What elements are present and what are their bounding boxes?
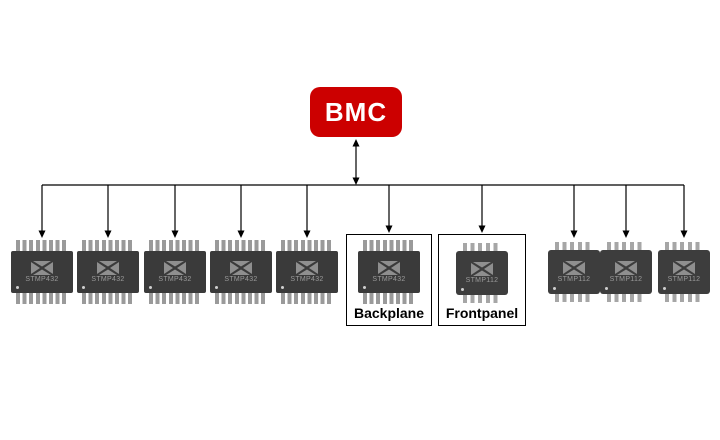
chip-pins-bottom xyxy=(607,294,645,302)
arrowhead-down-icon xyxy=(303,230,311,238)
chip-body: STMP432 xyxy=(144,251,206,293)
backplane-label: Backplane xyxy=(353,305,425,321)
chip-label: STMP432 xyxy=(91,276,125,283)
chip-pins-top xyxy=(16,240,68,251)
arrowhead-down-icon xyxy=(38,230,46,238)
chip-pins-top xyxy=(82,240,134,251)
chip-pins-bottom xyxy=(555,294,593,302)
chip-logo-icon xyxy=(377,261,401,275)
chip-logo-icon xyxy=(562,261,586,275)
chip-label: STMP432 xyxy=(25,276,59,283)
pin1-dot xyxy=(82,286,85,289)
chip-logo-icon xyxy=(470,262,494,276)
chip-stmp112-1: STMP112 xyxy=(548,242,600,302)
backplane-group-box: STMP432 Backplane xyxy=(346,234,432,326)
chip-stmp112-3: STMP112 xyxy=(658,242,710,302)
pin1-dot xyxy=(281,286,284,289)
chip-label: STMP112 xyxy=(465,277,499,284)
arrowhead-down-icon xyxy=(104,230,112,238)
chip-label: STMP432 xyxy=(372,276,406,283)
frontpanel-group-box: STMP112 Frontpanel xyxy=(438,234,526,326)
chip-label: STMP112 xyxy=(609,276,643,283)
arrowhead-down-icon xyxy=(385,225,393,233)
arrowhead-down-icon xyxy=(352,177,360,185)
chip-body: STMP432 xyxy=(11,251,73,293)
chip-logo-icon xyxy=(295,261,319,275)
chip-pins-bottom xyxy=(665,294,703,302)
chip-logo-icon xyxy=(229,261,253,275)
chip-pins-bottom xyxy=(149,293,201,304)
chip-pins-top xyxy=(607,242,645,250)
chip-stmp432-2: STMP432 xyxy=(77,240,139,304)
chip-pins-top xyxy=(281,240,333,251)
arrowhead-down-icon xyxy=(478,225,486,233)
chip-stmp432-backplane: STMP432 xyxy=(358,240,420,304)
pin1-dot xyxy=(363,286,366,289)
chip-pins-bottom xyxy=(463,295,501,303)
arrowhead-down-icon xyxy=(237,230,245,238)
chip-pins-bottom xyxy=(363,293,415,304)
chip-logo-icon xyxy=(614,261,638,275)
chip-logo-icon xyxy=(96,261,120,275)
pin1-dot xyxy=(553,287,556,290)
chip-pins-top xyxy=(665,242,703,250)
chip-pins-top xyxy=(149,240,201,251)
chip-label: STMP432 xyxy=(290,276,324,283)
pin1-dot xyxy=(461,288,464,291)
chip-stmp112-frontpanel: STMP112 xyxy=(456,243,508,303)
pin1-dot xyxy=(605,287,608,290)
chip-stmp432-1: STMP432 xyxy=(11,240,73,304)
chip-label: STMP432 xyxy=(158,276,192,283)
chip-stmp432-5: STMP432 xyxy=(276,240,338,304)
chip-body: STMP432 xyxy=(358,251,420,293)
chip-body: STMP112 xyxy=(548,250,600,294)
chip-logo-icon xyxy=(163,261,187,275)
chip-body: STMP432 xyxy=(276,251,338,293)
chip-body: STMP112 xyxy=(600,250,652,294)
arrowhead-down-icon xyxy=(570,230,578,238)
chip-body: STMP112 xyxy=(658,250,710,294)
chip-logo-icon xyxy=(30,261,54,275)
arrowhead-up-icon xyxy=(352,139,360,147)
chip-logo-icon xyxy=(672,261,696,275)
chip-pins-top xyxy=(555,242,593,250)
chip-pins-bottom xyxy=(281,293,333,304)
bmc-node: BMC xyxy=(310,87,402,137)
chip-label: STMP432 xyxy=(224,276,258,283)
chip-body: STMP432 xyxy=(210,251,272,293)
arrowhead-down-icon xyxy=(680,230,688,238)
arrowhead-down-icon xyxy=(622,230,630,238)
chip-pins-top xyxy=(215,240,267,251)
pin1-dot xyxy=(16,286,19,289)
bmc-label: BMC xyxy=(324,96,388,127)
arrowhead-down-icon xyxy=(171,230,179,238)
chip-pins-top xyxy=(363,240,415,251)
pin1-dot xyxy=(149,286,152,289)
chip-pins-top xyxy=(463,243,501,251)
chip-label: STMP112 xyxy=(557,276,591,283)
chip-pins-bottom xyxy=(215,293,267,304)
chip-pins-bottom xyxy=(82,293,134,304)
frontpanel-label: Frontpanel xyxy=(445,305,519,321)
chip-stmp432-3: STMP432 xyxy=(144,240,206,304)
chip-pins-bottom xyxy=(16,293,68,304)
chip-label: STMP112 xyxy=(667,276,701,283)
chip-stmp432-4: STMP432 xyxy=(210,240,272,304)
pin1-dot xyxy=(663,287,666,290)
chip-body: STMP432 xyxy=(77,251,139,293)
pin1-dot xyxy=(215,286,218,289)
chip-stmp112-2: STMP112 xyxy=(600,242,652,302)
chip-body: STMP112 xyxy=(456,251,508,295)
